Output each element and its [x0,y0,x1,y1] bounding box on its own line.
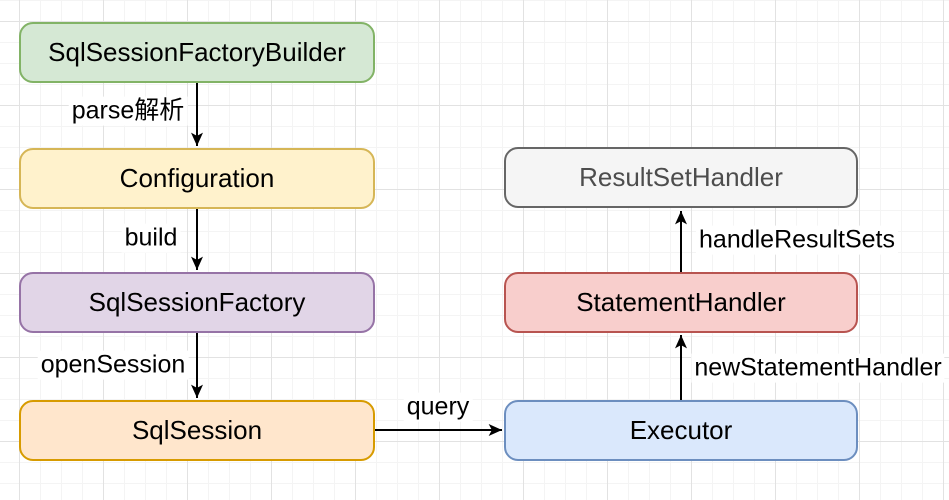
node-statement-handler: StatementHandler [504,272,858,333]
node-sql-session-factory-builder: SqlSessionFactoryBuilder [19,22,375,83]
edge-label-handle-result-sets: handleResultSets [696,225,898,255]
node-label-sql-session-factory-builder: SqlSessionFactoryBuilder [48,37,346,67]
edge-label-build: build [121,223,181,253]
node-label-sql-session: SqlSession [131,415,263,445]
node-label-configuration: Configuration [119,163,275,193]
node-label-statement-handler: StatementHandler [576,287,786,317]
node-executor: Executor [504,400,858,461]
edge-label-parse: parse解析 [68,96,188,126]
node-configuration: Configuration [19,148,375,209]
node-sql-session: SqlSession [19,400,375,461]
node-result-set-handler: ResultSetHandler [504,147,858,208]
edge-label-new-statement-handler: newStatementHandler [691,353,945,383]
edge-label-query: query [403,392,473,422]
node-label-result-set-handler: ResultSetHandler [579,162,783,192]
node-label-executor: Executor [629,415,733,445]
node-sql-session-factory: SqlSessionFactory [19,272,375,333]
node-label-sql-session-factory: SqlSessionFactory [88,287,306,317]
edge-label-open-session: openSession [37,350,189,380]
